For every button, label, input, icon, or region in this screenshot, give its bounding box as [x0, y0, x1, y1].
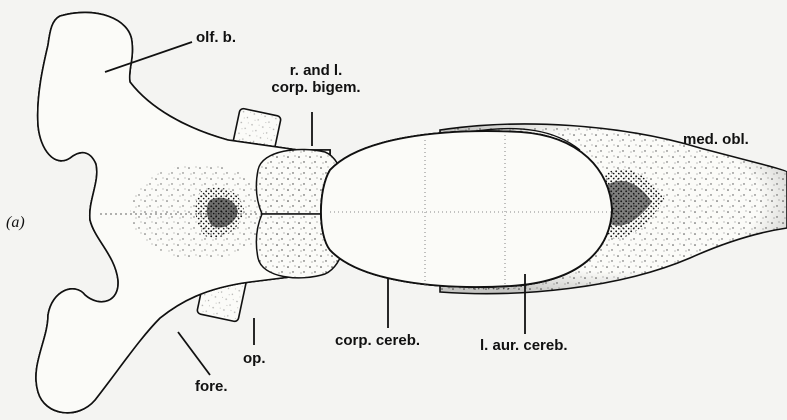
label-corp-bigem: r. and l. corp. bigem.: [258, 62, 374, 96]
panel-label: (a): [6, 214, 25, 232]
label-corp-bigem-line2: corp. bigem.: [258, 79, 374, 96]
label-olf-b: olf. b.: [196, 29, 236, 46]
label-fore: fore.: [195, 378, 228, 395]
label-l-aur-cereb: l. aur. cereb.: [480, 337, 568, 354]
cerebellum: [321, 131, 612, 288]
leader-fore: [178, 332, 210, 375]
label-op: op.: [243, 350, 266, 367]
label-corp-cereb: corp. cereb.: [335, 332, 420, 349]
label-corp-bigem-line1: r. and l.: [258, 62, 374, 79]
label-med-obl: med. obl.: [683, 131, 749, 148]
